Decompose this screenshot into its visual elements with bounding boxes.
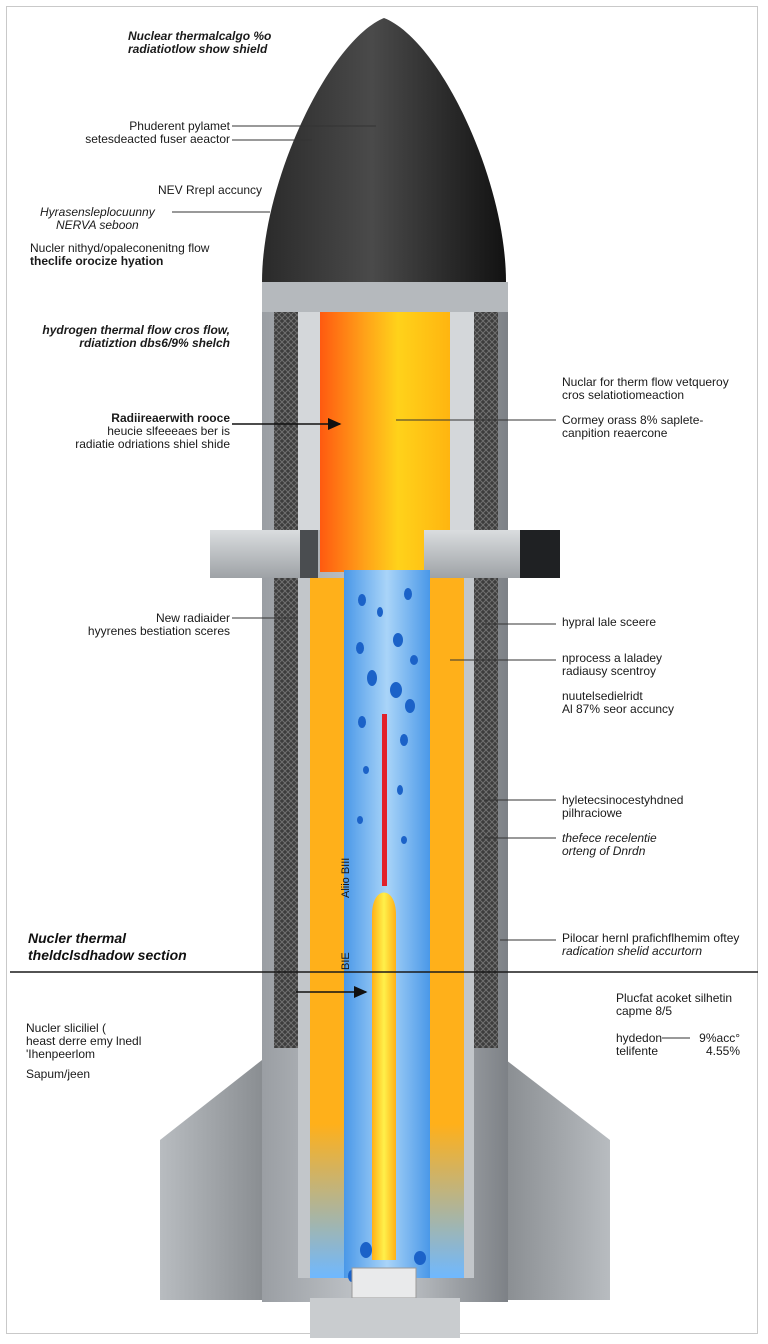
reactor-core	[320, 312, 450, 572]
vertical-label: Aliio BIII	[340, 857, 352, 898]
right-fin	[506, 1060, 610, 1300]
red-probe	[382, 714, 387, 886]
nozzle	[351, 1267, 417, 1299]
table-row-values: 9%acc° 4.55%	[699, 1031, 740, 1058]
nose-cone	[262, 18, 506, 282]
hydrogen-flow-label: hydrogen thermal flow cros flow,rdiatizt…	[42, 323, 230, 350]
leader-lines	[172, 125, 690, 1039]
left-shield-mesh	[274, 312, 298, 530]
right-orange-band	[430, 578, 464, 1278]
table-row: hydedon telifente	[616, 1031, 663, 1058]
lower-left-label: Nucler sliciliel (heast derre emy lnedl'…	[26, 1021, 142, 1061]
left-orange-band	[310, 578, 344, 1278]
vertical-short-label: BIE	[340, 952, 352, 970]
cormey-label: Cormey orass 8% saplete-canpition reaerc…	[562, 413, 704, 440]
nev-label: NEV Rrepl accuncy	[158, 183, 263, 197]
hypral-label: hypral lale sceere	[562, 615, 657, 629]
left-fin	[160, 1060, 262, 1300]
sapum-label: Sapum/jeen	[26, 1067, 91, 1081]
right-shield-mesh	[474, 312, 498, 530]
nozzle-base	[310, 1298, 460, 1338]
exhaust-flame	[372, 892, 396, 1260]
